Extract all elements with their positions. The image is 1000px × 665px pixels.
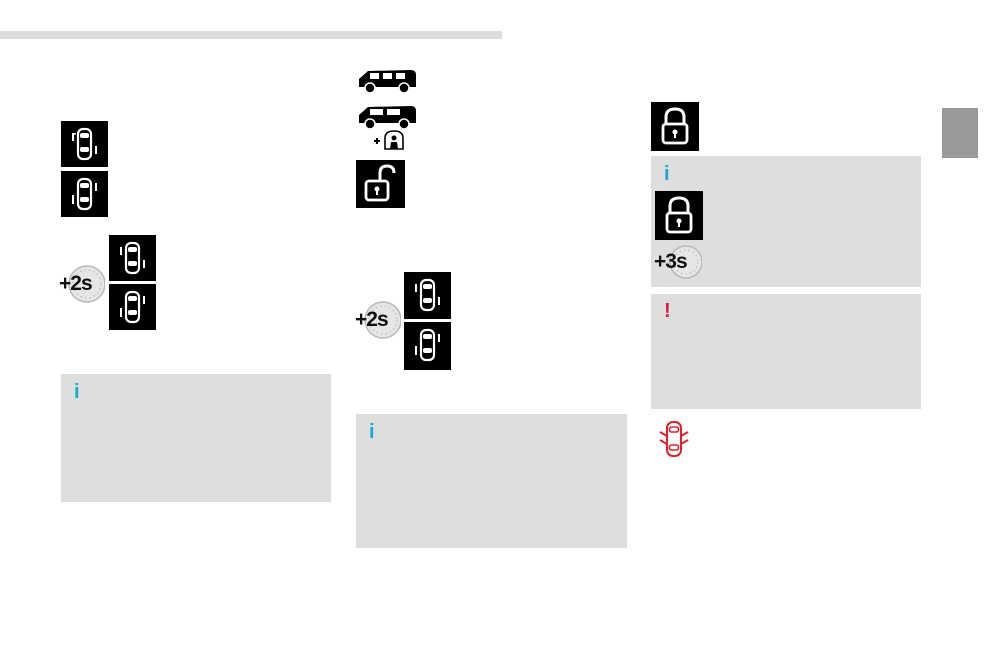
warning-box: !: [651, 294, 921, 409]
info-marker-icon: i: [369, 421, 375, 443]
timer-icon: +2s: [59, 261, 105, 307]
unlock-padlock-icon: [356, 160, 405, 208]
van-icon: [356, 67, 418, 95]
door-open-warning-icon: [657, 418, 691, 460]
info-marker-icon: i: [74, 381, 80, 403]
car-lock-rear-door-icon: [61, 171, 108, 217]
child-lock-icon: [372, 129, 406, 151]
warning-marker-icon: !: [664, 300, 671, 322]
timer-icon: +3s: [654, 242, 702, 282]
car-lock-rear-door-icon: [109, 284, 156, 330]
info-marker-icon: i: [664, 163, 670, 185]
timer-icon: +2s: [355, 297, 401, 343]
chapter-tab: [942, 108, 978, 158]
info-box: i: [61, 374, 331, 502]
header-rule: [0, 31, 502, 39]
info-box: i: [356, 414, 627, 548]
car-lock-rear-door-icon: [404, 322, 451, 370]
lock-padlock-icon: [651, 102, 699, 151]
van-icon: [356, 103, 418, 131]
timer-label: +2s: [355, 308, 389, 331]
lock-padlock-icon: [655, 191, 703, 240]
timer-label: +2s: [59, 272, 93, 295]
timer-label: +3s: [654, 250, 688, 273]
info-box: i +3s: [651, 156, 921, 287]
car-lock-front-door-icon: [109, 235, 156, 281]
car-lock-front-door-icon: [404, 272, 451, 319]
car-lock-front-door-icon: [61, 121, 108, 167]
